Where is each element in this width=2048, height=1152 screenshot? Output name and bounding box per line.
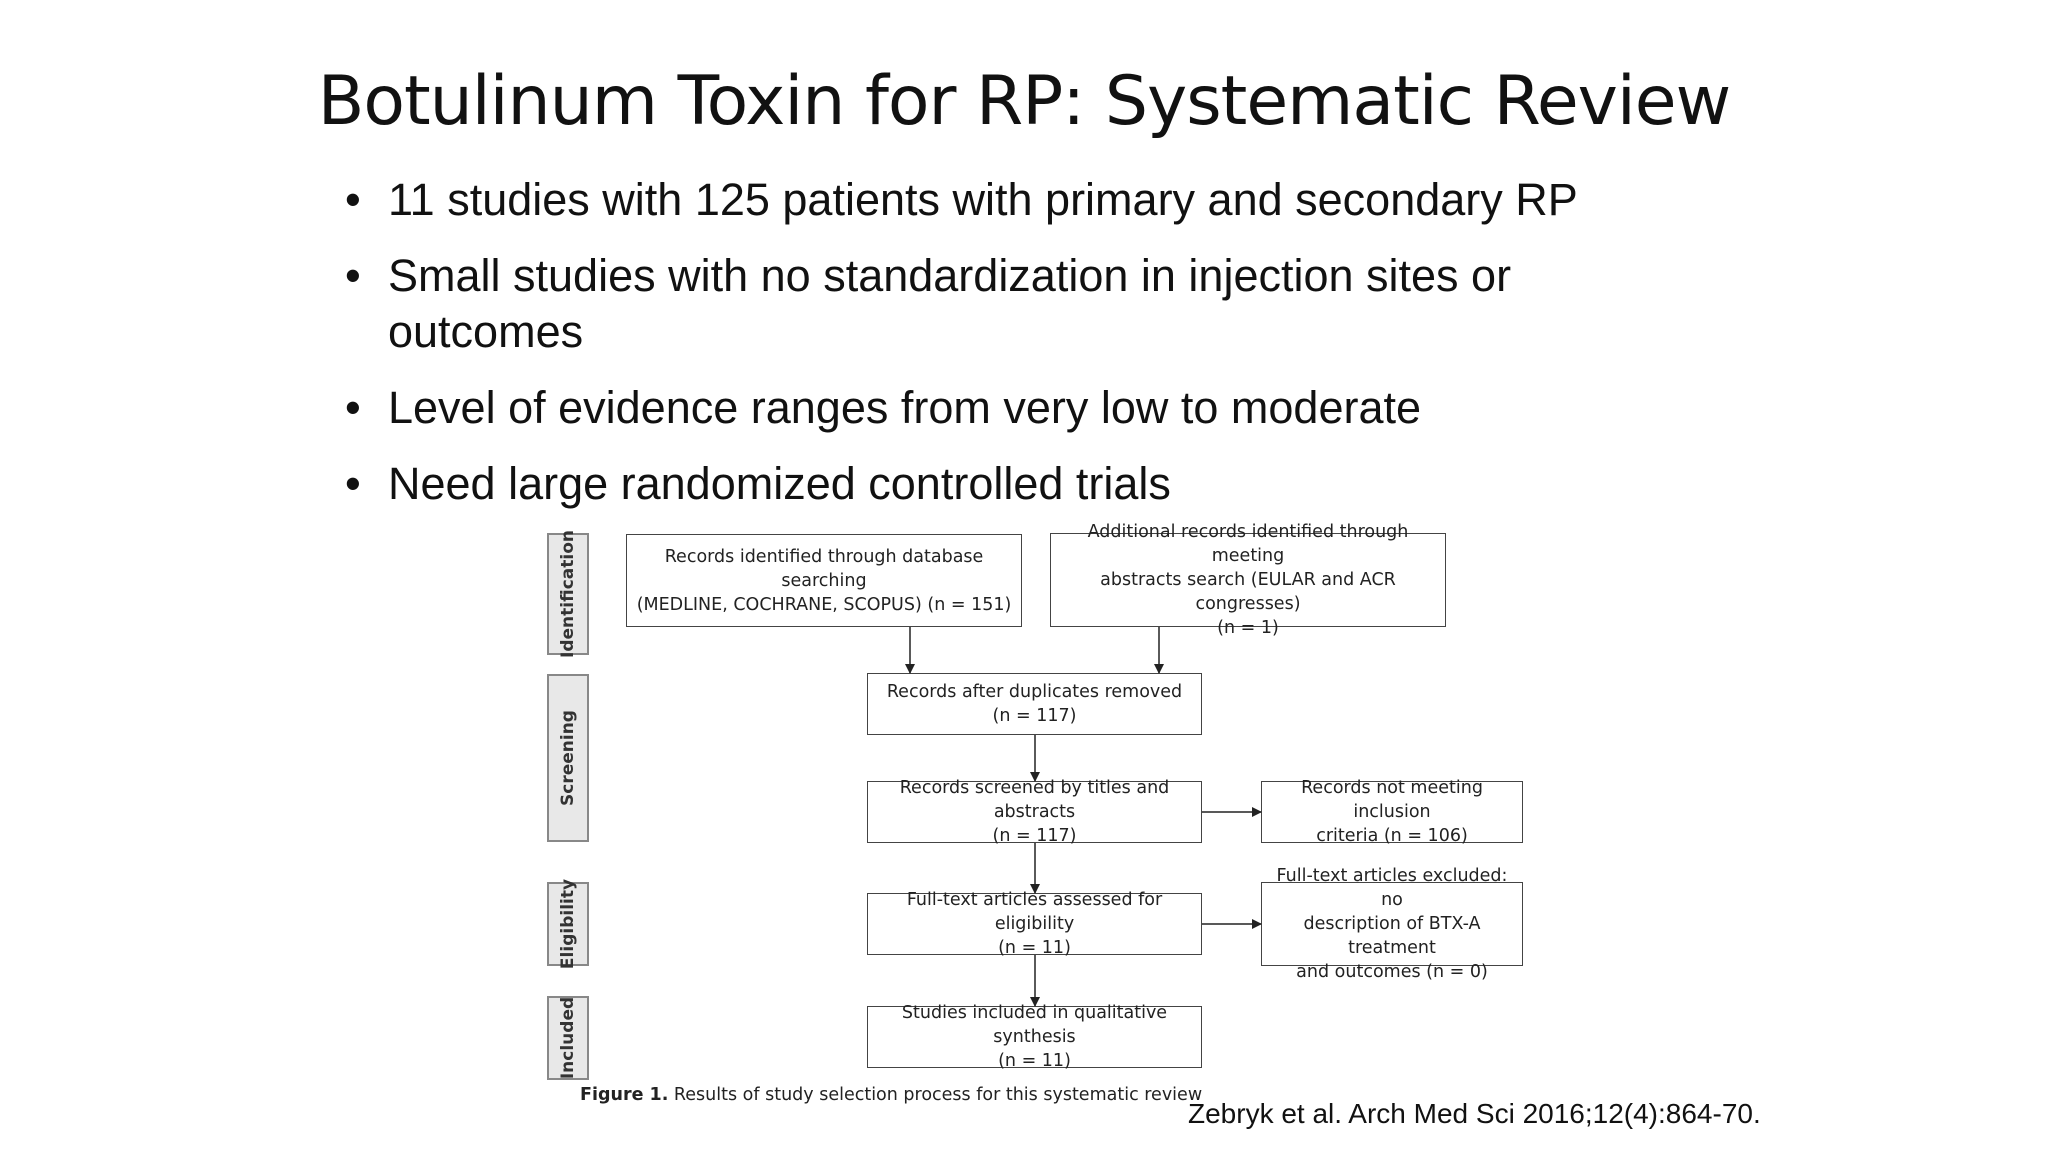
box-line: (n = 117) — [992, 826, 1077, 846]
box-line: abstracts search (EULAR and ACR congress… — [1100, 570, 1396, 614]
bullet-dot: • — [345, 458, 361, 509]
box-line: criteria (n = 106) — [1316, 826, 1468, 846]
box-line: Records after duplicates removed — [886, 682, 1183, 702]
box-studies-included: Studies included in qualitative synthesi… — [867, 1003, 1202, 1071]
bullet-text: Need large randomized controlled trials — [388, 458, 1171, 509]
bullet-item: • 11 studies with 125 patients with prim… — [345, 172, 1745, 228]
box-fulltext-excluded: Full-text articles excluded: no descript… — [1261, 866, 1523, 982]
box-records-screened: Records screened by titles and abstracts… — [867, 778, 1202, 846]
figure-caption: Figure 1. Results of study selection pro… — [580, 1085, 1202, 1105]
box-fulltext-assessed: Full-text articles assessed for eligibil… — [867, 890, 1202, 958]
box-not-meeting-criteria: Records not meeting inclusion criteria (… — [1261, 778, 1523, 846]
bullet-item: • Small studies with no standardization … — [345, 248, 1588, 360]
box-line: (n = 1) — [1217, 618, 1279, 638]
bullet-item: • Level of evidence ranges from very low… — [345, 380, 1745, 436]
bullet-list: • 11 studies with 125 patients with prim… — [345, 172, 1745, 532]
box-duplicates-removed: Records after duplicates removed (n = 11… — [867, 673, 1202, 735]
box-additional-records: Additional records identified through me… — [1050, 522, 1446, 638]
caption-label: Figure 1. — [580, 1085, 669, 1105]
caption-text: Results of study selection process for t… — [668, 1085, 1203, 1105]
bullet-text: Level of evidence ranges from very low t… — [388, 382, 1422, 433]
bullet-dot: • — [345, 250, 361, 301]
box-line: (n = 117) — [992, 706, 1077, 726]
box-line: (MEDLINE, COCHRANE, SCOPUS) (n = 151) — [636, 594, 1012, 615]
box-line: Full-text articles excluded: no — [1276, 866, 1508, 910]
box-line: (n = 11) — [998, 938, 1071, 958]
box-line: Full-text articles assessed for eligibil… — [906, 890, 1163, 934]
box-line: Records screened by titles and abstracts — [899, 778, 1170, 822]
bullet-text: Small studies with no standardization in… — [388, 250, 1512, 357]
citation: Zebryk et al. Arch Med Sci 2016;12(4):86… — [1188, 1098, 1761, 1129]
bullet-dot: • — [345, 382, 361, 433]
bullet-dot: • — [345, 174, 361, 225]
box-line: Studies included in qualitative synthesi… — [901, 1003, 1168, 1047]
phase-screening: Screening — [547, 674, 589, 842]
box-database-search: Records identified through database sear… — [626, 534, 1022, 627]
box-line: description of BTX-A treatment — [1303, 914, 1481, 958]
box-line: and outcomes (n = 0) — [1296, 962, 1488, 982]
phase-eligibility: Eligibility — [547, 879, 589, 969]
box-line: (n = 11) — [998, 1051, 1071, 1071]
box-line: Records identified through database sear… — [664, 546, 984, 591]
box-line: Additional records identified through me… — [1087, 522, 1409, 566]
phase-included: Included — [547, 996, 589, 1080]
box-line: Records not meeting inclusion — [1301, 778, 1483, 822]
bullet-text: 11 studies with 125 patients with primar… — [388, 174, 1578, 225]
slide-title: Botulinum Toxin for RP: Systematic Revie… — [317, 62, 1732, 141]
phase-identification: Identification — [547, 530, 589, 658]
bullet-item: • Need large randomized controlled trial… — [345, 456, 1745, 512]
